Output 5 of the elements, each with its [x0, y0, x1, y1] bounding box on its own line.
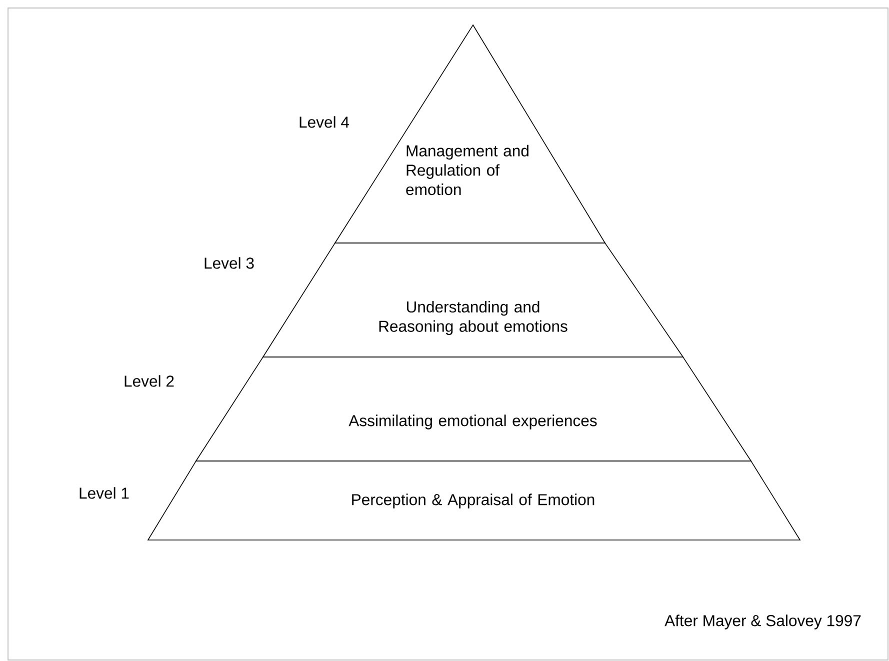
- level-label: Level 3: [204, 257, 254, 269]
- level-label: Level 1: [80, 487, 129, 499]
- level-label: Level 2: [124, 375, 174, 387]
- level-label: Level 4: [300, 116, 350, 128]
- caption: After Mayer & Salovey 1997: [664, 614, 861, 630]
